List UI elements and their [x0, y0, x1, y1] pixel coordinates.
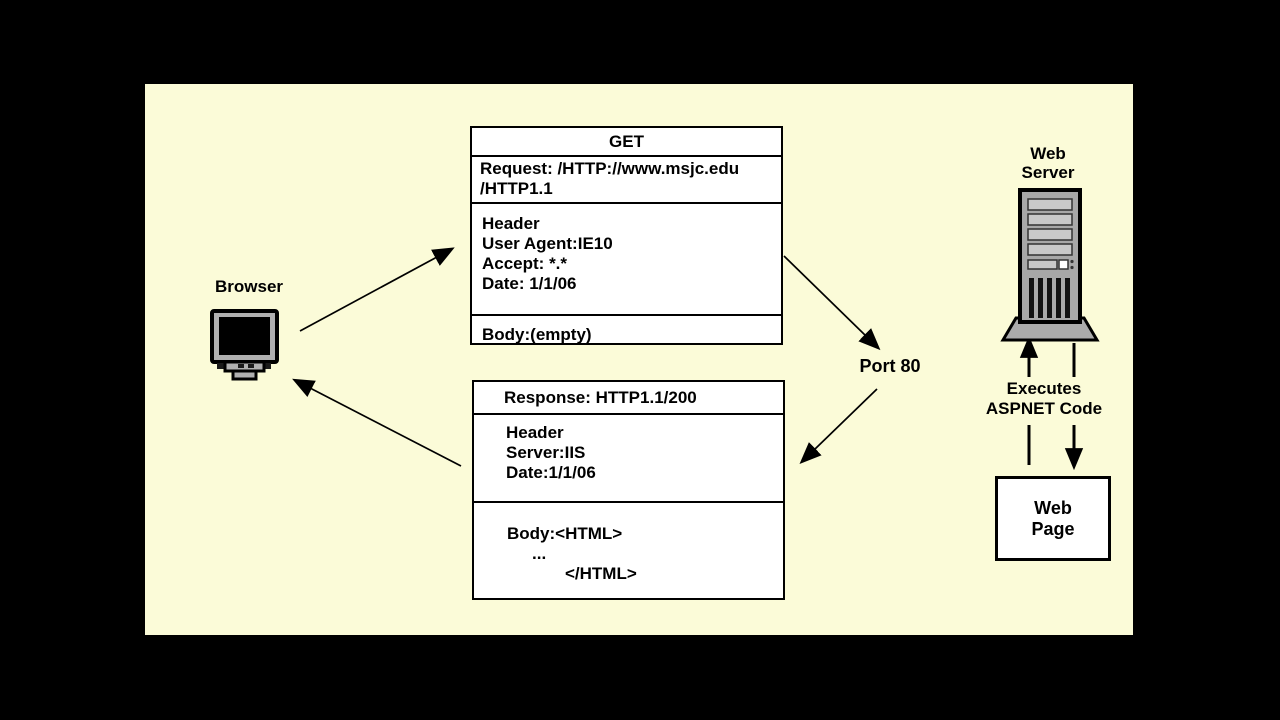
body-line: </HTML>: [565, 564, 637, 583]
web-server-tower-icon: [1000, 188, 1100, 342]
http-response-box: Response: HTTP1.1/200 Header Server:IIS …: [472, 380, 785, 600]
header-line: Header: [482, 214, 540, 233]
header-line: Server:IIS: [506, 443, 586, 462]
get-box-body-section: Body:(empty): [482, 324, 592, 344]
header-line: Date: 1/1/06: [482, 274, 577, 293]
header-line: Header: [506, 423, 564, 442]
web-page-box: Web Page: [995, 476, 1111, 561]
web-server-label-line2: Server: [1021, 163, 1075, 182]
executes-label-line2: ASPNET Code: [985, 398, 1103, 418]
get-box-header-section: Header User Agent:IE10 Accept: *.* Date:…: [472, 204, 781, 316]
executes-label-line1: Executes: [1006, 379, 1082, 398]
header-line: Date:1/1/06: [506, 463, 596, 482]
browser-label: Browser: [214, 277, 284, 296]
web-server-label: Web Server: [993, 144, 1103, 182]
header-line: Accept: *.*: [482, 254, 568, 273]
body-line: Body:<HTML>: [507, 524, 623, 543]
web-page-label-line2: Page: [1031, 518, 1075, 539]
browser-monitor-icon: [210, 309, 279, 381]
get-box-title: GET: [472, 128, 781, 157]
body-line: ...: [532, 544, 547, 563]
executes-aspnet-code-label: Executes ASPNET Code: [962, 379, 1126, 418]
http-get-request-box: GET Request: /HTTP://www.msjc.edu /HTTP1…: [470, 126, 783, 345]
get-box-request-line: Request: /HTTP://www.msjc.edu /HTTP1.1: [472, 157, 781, 204]
response-box-body-section: Body:<HTML> ... </HTML>: [474, 503, 783, 584]
web-server-label-line1: Web: [1030, 144, 1066, 163]
request-url-line1: Request: /HTTP://www.msjc.edu: [480, 159, 740, 178]
header-line: User Agent:IE10: [482, 234, 613, 253]
port-80-label: Port 80: [859, 356, 921, 376]
response-box-header-section: Header Server:IIS Date:1/1/06: [474, 415, 783, 503]
response-box-title: Response: HTTP1.1/200: [474, 382, 783, 415]
web-page-label-line1: Web: [1034, 497, 1072, 518]
request-url-line2: /HTTP1.1: [480, 179, 553, 198]
